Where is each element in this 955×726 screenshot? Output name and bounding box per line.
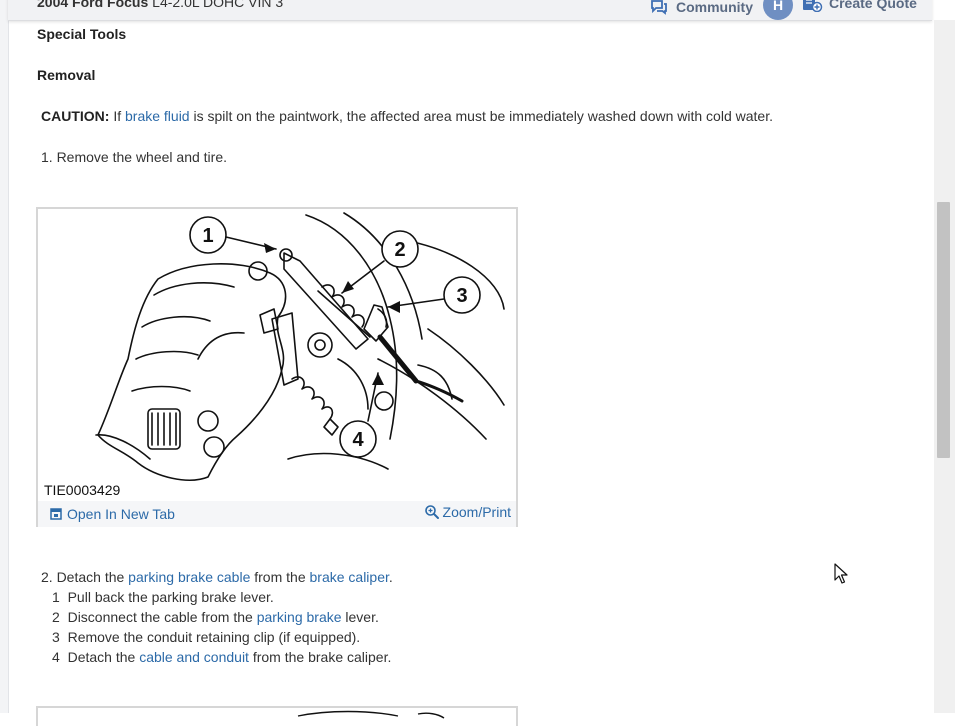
figure-box: 1 2 3 4 TIE0003429 Open In New Tab [36,207,518,527]
substep-3-num: 3 [52,629,60,645]
figure-toolbar: Open In New Tab Zoom/Print [38,501,516,527]
open-in-new-tab-button[interactable]: Open In New Tab [50,506,175,522]
substep-1-text: Pull back the parking brake lever. [67,589,274,605]
vehicle-engine: L4-2.0L DOHC VIN 3 [148,0,284,10]
open-new-tab-icon [50,508,62,520]
zoom-print-button[interactable]: Zoom/Print [424,504,511,520]
step-2-mid: from the [250,569,310,585]
brake-fluid-link[interactable]: brake fluid [125,108,190,124]
user-avatar[interactable]: H [763,0,793,20]
caution-post: is spilt on the paintwork, the affected … [189,108,773,124]
substep-4: 4 Detach the cable and conduit from the … [52,649,391,665]
step-2-pre: 2. Detach the [41,569,129,585]
step-2-post: . [388,569,393,585]
community-button[interactable]: Community H [650,0,793,20]
illustration-svg: 1 2 3 4 [95,212,505,481]
left-edge [0,0,9,713]
vehicle-title: 2004 Ford Focus L4-2.0L DOHC VIN 3 [37,0,283,10]
chat-icon [651,0,667,15]
step-2: 2. Detach the parking brake cable from t… [41,569,393,585]
community-label: Community [676,0,753,15]
create-quote-icon [803,0,823,12]
substep-2-pre: Disconnect the cable from the [67,609,257,625]
substep-4-num: 4 [52,649,60,665]
parking-brake-link[interactable]: parking brake [256,609,342,625]
open-in-new-tab-label: Open In New Tab [67,506,175,522]
substep-2-post: lever. [341,609,379,625]
special-tools-heading: Special Tools [37,26,127,42]
next-illustration-top [297,710,445,719]
main-content: Special Tools Removal CAUTION: If brake … [36,26,773,726]
substep-4-pre: Detach the [67,649,140,665]
substep-1-num: 1 [52,589,60,605]
substep-3: 3 Remove the conduit retaining clip (if … [52,629,360,645]
scrollbar-thumb[interactable] [937,202,950,458]
removal-heading: Removal [37,67,96,83]
callout-1: 1 [202,225,213,247]
top-header-bar: 2004 Ford Focus L4-2.0L DOHC VIN 3 Commu… [8,0,932,21]
substep-2-num: 2 [52,609,60,625]
step-1: 1. Remove the wheel and tire. [41,149,227,165]
substep-3-text: Remove the conduit retaining clip (if eq… [67,629,361,645]
page-scrollbar[interactable] [934,20,955,713]
brake-caliper-illustration[interactable]: 1 2 3 4 [38,209,516,501]
cable-and-conduit-link[interactable]: cable and conduit [139,649,249,665]
callout-2: 2 [394,239,405,261]
zoom-in-icon [424,505,439,519]
callout-4: 4 [352,429,364,451]
mouse-cursor-icon [834,563,848,584]
caution-line: CAUTION: If brake fluid is spilt on the … [41,108,773,124]
callout-3: 3 [456,285,467,307]
caution-label: CAUTION: [41,108,110,124]
caution-pre: If [109,108,125,124]
zoom-print-label: Zoom/Print [442,504,511,520]
create-quote-button[interactable]: Create Quote [801,0,917,12]
substep-1: 1 Pull back the parking brake lever. [52,589,274,605]
substep-4-post: from the brake caliper. [248,649,392,665]
brake-caliper-link[interactable]: brake caliper [309,569,389,585]
figure-caption: TIE0003429 [44,482,124,498]
create-quote-label: Create Quote [829,0,917,11]
next-figure-box [36,706,518,726]
substep-2: 2 Disconnect the cable from the parking … [52,609,379,625]
vehicle-name: 2004 Ford Focus [37,0,149,10]
parking-brake-cable-link[interactable]: parking brake cable [128,569,251,585]
